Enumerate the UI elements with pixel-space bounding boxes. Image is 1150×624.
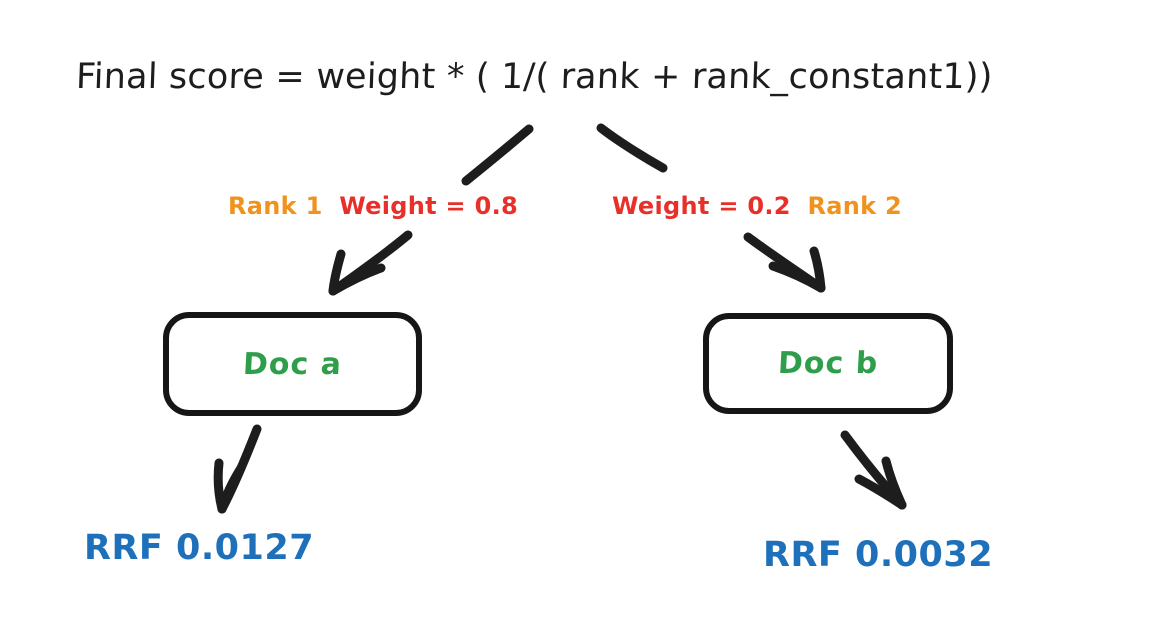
arrow-down-right-icon-to-doc-b bbox=[743, 232, 826, 293]
rank-label-left: Rank 1 bbox=[228, 192, 323, 220]
rrf-score-b: RRF 0.0032 bbox=[763, 535, 994, 575]
formula-title: Final score = weight * ( 1/( rank + rank… bbox=[75, 57, 994, 97]
arrow-title-to-doc-a-upper-segment bbox=[461, 124, 534, 186]
doc-node-b[interactable]: Doc b bbox=[703, 313, 953, 414]
arrow-down-left-icon-to-doc-a bbox=[328, 230, 413, 296]
rrf-score-a: RRF 0.0127 bbox=[84, 528, 315, 568]
arrow-title-to-doc-b-upper-segment bbox=[596, 123, 668, 173]
doc-node-a[interactable]: Doc a bbox=[163, 312, 422, 416]
arrow-down-left-icon-to-rrf-a bbox=[213, 424, 262, 514]
doc-node-b-label: Doc b bbox=[776, 346, 880, 381]
branch-right-labels: Weight = 0.2 Rank 2 bbox=[612, 194, 910, 218]
arrow-down-right-icon-to-rrf-b bbox=[840, 430, 907, 510]
branch-left-labels: Rank 1 Weight = 0.8 bbox=[228, 194, 526, 218]
weight-label-right: Weight = 0.2 bbox=[612, 192, 791, 220]
rank-label-right: Rank 2 bbox=[807, 192, 903, 220]
weight-label-left: Weight = 0.8 bbox=[339, 192, 519, 220]
doc-node-a-label: Doc a bbox=[242, 346, 343, 382]
